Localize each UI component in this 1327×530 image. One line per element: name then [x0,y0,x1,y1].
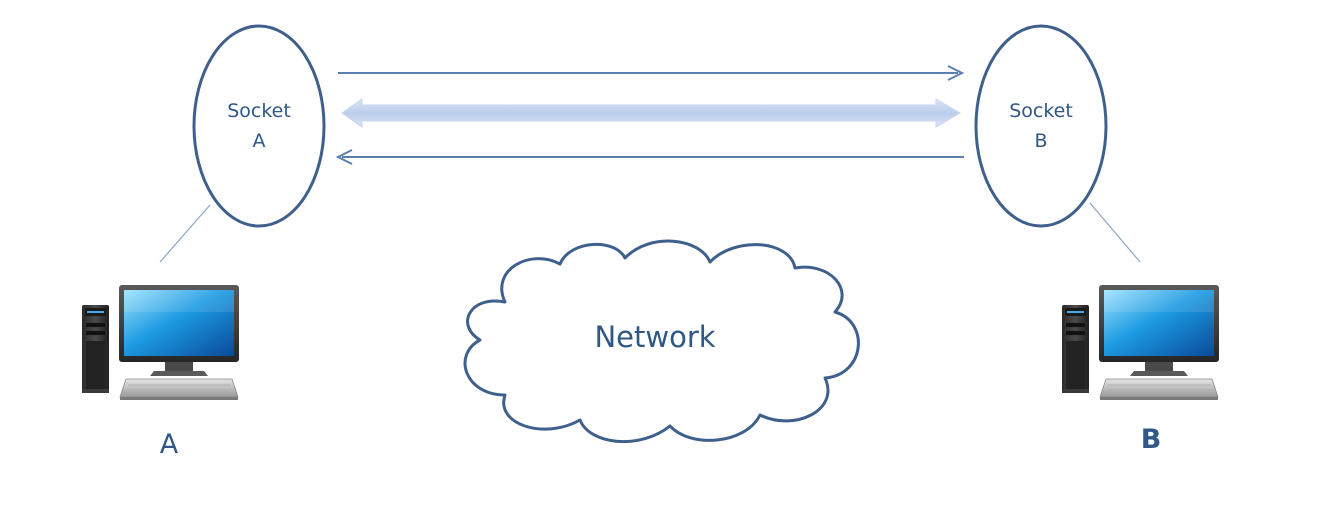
socket-b-label-line1: Socket [1009,100,1073,122]
socket-b-label: Socket B [976,96,1106,156]
socket-b-ellipse [974,24,1108,228]
host-b-label: B [1140,424,1162,455]
connector-line-b [1089,202,1141,263]
arrow-b-to-a [335,149,964,165]
arrow-a-to-b [338,65,965,81]
socket-a-label: Socket A [194,96,324,156]
socket-a-ellipse [192,24,326,228]
network-label: Network [594,320,716,354]
host-a-label: A [159,429,179,460]
desktop-computer-icon [81,284,240,401]
connector-line-a [159,204,211,263]
socket-b-label-line2: B [1034,130,1048,152]
bidirectional-arrow [341,98,961,128]
socket-a-label-line1: Socket [227,100,291,122]
desktop-computer-icon [1061,284,1220,401]
network-cloud [463,239,860,444]
socket-a-label-line2: A [252,130,266,152]
